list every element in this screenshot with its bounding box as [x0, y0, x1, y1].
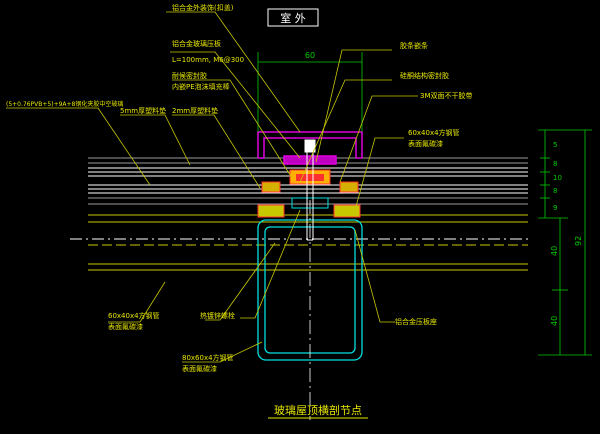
- drawing-title: 玻璃屋顶横剖节点: [268, 403, 368, 419]
- svg-text:92: 92: [574, 236, 583, 246]
- callout-steel-top-2: 表面氟碳漆: [408, 139, 443, 148]
- callout-alu-press: 铝合金玻璃压板: [172, 39, 221, 48]
- callout-tape: 3M双面不干胶带: [420, 91, 473, 100]
- svg-text:60: 60: [305, 51, 315, 60]
- callout-steel-bottom-2: 表面氟碳漆: [182, 364, 217, 373]
- leader-lines: [6, 11, 418, 363]
- callout-bolt: 热镀锌螺栓: [200, 311, 235, 320]
- callout-texts: 铝合金外装饰(扣盖) 铝合金玻璃压板 L=100mm, M6@300 耐候密封胶…: [6, 3, 473, 373]
- main-steel-tube: [257, 200, 363, 420]
- callout-steel-top: 60x40x4方钢管: [408, 128, 460, 137]
- callout-steel-left: 60x40x4方钢管: [108, 311, 160, 320]
- top-dimension: 60: [257, 51, 363, 132]
- callout-strip2: 2mm厚塑料垫: [172, 106, 218, 115]
- callout-steel-left-2: 表面氟碳漆: [108, 322, 143, 331]
- svg-text:8: 8: [553, 187, 557, 195]
- svg-text:10: 10: [553, 174, 562, 182]
- callout-pe-rod: 内嵌PE泡沫填充棒: [172, 82, 230, 91]
- secondary-tube: [70, 214, 528, 271]
- callout-press-spec: L=100mm, M6@300: [172, 56, 244, 64]
- callout-epdm: 胶条嵌条: [400, 41, 428, 50]
- svg-text:40: 40: [550, 246, 559, 256]
- svg-text:9: 9: [553, 204, 557, 212]
- svg-text:8: 8: [553, 160, 557, 168]
- svg-text:40: 40: [550, 316, 559, 326]
- callout-strip5: 5mm厚塑料垫: [120, 106, 166, 115]
- callout-alu-bracket: 铝合金压板座: [395, 317, 437, 326]
- callout-struct-seal: 硅酮结构密封胶: [400, 71, 449, 80]
- callout-alu-cover: 铝合金外装饰(扣盖): [172, 3, 234, 12]
- right-dimensions: 5 8 10 8 9 40 40 92: [538, 129, 592, 356]
- callout-weather-seal: 耐候密封胶: [172, 71, 207, 80]
- gaskets: [257, 169, 361, 218]
- svg-text:玻璃屋顶横剖节点: 玻璃屋顶横剖节点: [274, 403, 362, 417]
- callout-glass-spec: (5+0.76PVB+5)+9A+8钢化夹胶中空玻璃: [6, 100, 123, 108]
- callout-steel-bottom: 80x60x4方钢管: [182, 353, 234, 362]
- exterior-label: 室 外: [267, 8, 319, 27]
- svg-text:室 外: 室 外: [280, 11, 306, 25]
- svg-text:5: 5: [553, 141, 557, 149]
